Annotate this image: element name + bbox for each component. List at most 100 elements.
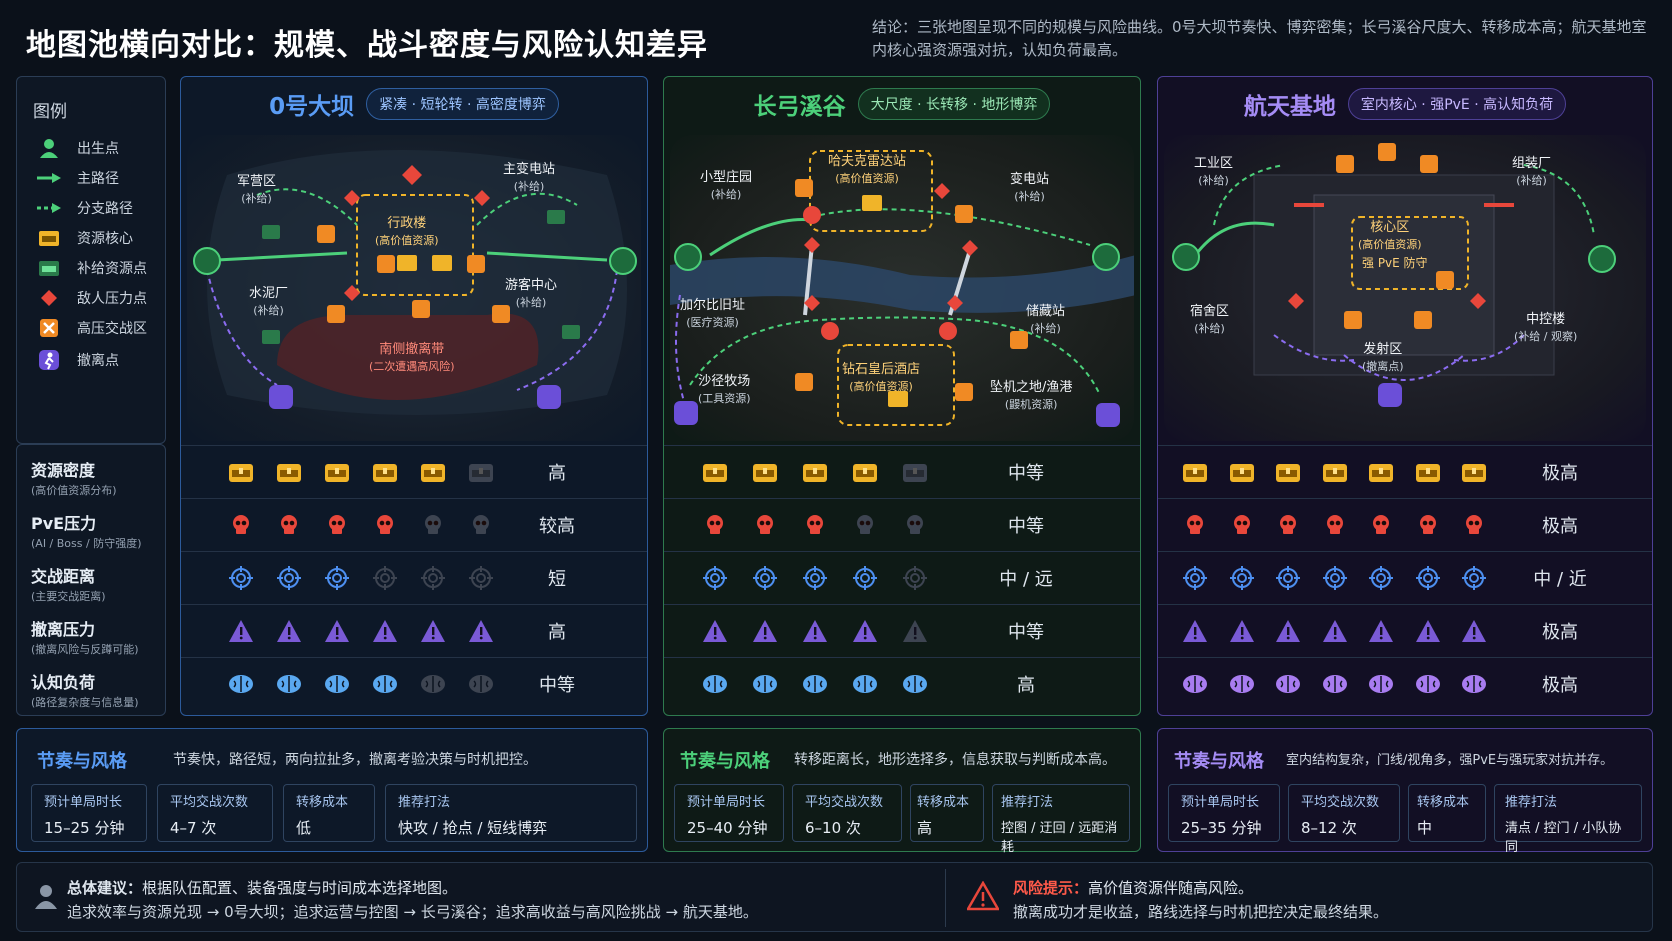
map-paths	[670, 150, 1134, 427]
metric-value: 中等	[1008, 463, 1044, 484]
metric-value: 高	[548, 622, 566, 643]
crosshair-icon	[265, 565, 313, 591]
metric-row: 极高	[1158, 657, 1652, 710]
crosshair-icon	[457, 565, 505, 591]
metric-icons	[690, 673, 940, 695]
map-label: 加尔比旧址(医疗资源)	[680, 298, 746, 329]
chest-icon	[740, 461, 790, 483]
map-view-dam[interactable]: 军营区(补给) 行政楼(高价值资源) 主变电站(补给) 水泥厂(补给) 游客中心…	[187, 135, 641, 441]
map-paths	[1172, 143, 1616, 407]
crosshair-icon	[790, 565, 840, 591]
legend-item-extract: 撤离点	[35, 349, 119, 371]
stat-box: 推荐打法快攻 / 抢点 / 短线博弈	[385, 784, 637, 842]
map-label: 小型庄园(补给)	[700, 170, 753, 201]
warning-icon	[457, 619, 505, 643]
map-tags: 大尺度 · 长转移 · 地形博弈	[857, 88, 1051, 120]
metric-icons	[1172, 619, 1498, 643]
metric-icons	[1172, 461, 1498, 483]
metric-icons	[690, 461, 940, 483]
metric-value: 高	[548, 463, 566, 484]
warning-icon	[409, 619, 457, 643]
brain-icon	[1312, 673, 1359, 695]
metric-value: 极高	[1542, 516, 1578, 537]
metric-row: 中等	[664, 445, 1140, 498]
brain-icon	[1172, 673, 1219, 695]
brain-icon	[740, 673, 790, 695]
metric-value: 极高	[1542, 675, 1578, 696]
map-label: 强 PvE 防守	[1362, 256, 1428, 270]
crosshair-icon	[890, 565, 940, 591]
brain-icon	[890, 673, 940, 695]
warning-icon	[313, 619, 361, 643]
map-view-spacebase[interactable]: 工业区(补给) 组装厂(补给) 核心区(高价值资源) 强 PvE 防守 宿舍区(…	[1164, 135, 1646, 441]
map-label: 中控楼(补给 / 观察)	[1514, 312, 1578, 343]
legend-label: 主路径	[77, 171, 119, 187]
metric-row: 中等	[664, 498, 1140, 551]
metric-row: 中 / 远	[664, 551, 1140, 604]
combat-zone-icon	[35, 317, 63, 339]
style-panel-spacebase: 节奏与风格 室内结构复杂，门线/视角多，强PvE与强玩家对抗并存。 预计单局时长…	[1157, 728, 1653, 855]
brain-icon	[409, 673, 457, 695]
map-tags: 紧凑 · 短轮转 · 高密度博弈	[366, 88, 559, 120]
metric-icons	[217, 461, 505, 483]
map-label: 主变电站(补给)	[503, 162, 556, 193]
metric-row: 短	[181, 551, 647, 604]
extract-icon	[35, 349, 63, 371]
metric-icons	[217, 619, 505, 643]
chest-icon	[1219, 461, 1266, 483]
skull-icon	[217, 514, 265, 536]
metric-value: 中等	[1008, 622, 1044, 643]
warning-icon	[217, 619, 265, 643]
legend-item-spawn: 出生点	[35, 137, 119, 159]
crosshair-icon	[409, 565, 457, 591]
advice-line-2: 追求效率与资源兑现 → 0号大坝；追求运营与控图 → 长弓溪谷；追求高收益与高风…	[67, 903, 758, 921]
skull-icon	[409, 514, 457, 536]
metric-row: 中 / 近	[1158, 551, 1652, 604]
style-desc: 室内结构复杂，门线/视角多，强PvE与强玩家对抗并存。	[1286, 753, 1614, 768]
skull-icon	[890, 514, 940, 536]
footer-panel: 总体建议：根据队伍配置、装备强度与时间成本选择地图。 追求效率与资源兑现 → 0…	[16, 862, 1653, 932]
map-label: 南侧撤离带(二次遭遇高风险)	[369, 342, 455, 373]
map-view-valley[interactable]: 小型庄园(补给) 哈夫克雷达站(高价值资源) 变电站(补给) 加尔比旧址(医疗资…	[670, 135, 1134, 441]
map-tags: 室内核心 · 强PvE · 高认知负荷	[1347, 88, 1567, 120]
skull-icon	[690, 514, 740, 536]
chest-icon	[265, 461, 313, 483]
main-path-icon	[35, 167, 63, 189]
map-label: 哈夫克雷达站(高价值资源)	[828, 154, 907, 185]
warning-icon	[740, 619, 790, 643]
skull-icon	[1219, 514, 1266, 536]
warning-icon	[840, 619, 890, 643]
brain-icon	[1265, 673, 1312, 695]
map-label: 坠机之地/渔港(鼹机资源)	[990, 380, 1073, 411]
warning-icon	[1265, 619, 1312, 643]
metric-row: 中等	[181, 657, 647, 710]
metric-label-extract: 撤离压力(撤离风险与反蹲可能)	[31, 620, 139, 656]
brain-icon	[457, 673, 505, 695]
resource-core-icon	[35, 227, 63, 249]
skull-icon	[361, 514, 409, 536]
spawn-icon	[35, 137, 63, 159]
crosshair-icon	[1451, 565, 1498, 591]
map-label: 储藏站(补给)	[1026, 304, 1066, 335]
chest-icon	[409, 461, 457, 483]
risk-line-2: 撤离成功才是收益，路线选择与时机把控决定最终结果。	[1013, 903, 1389, 921]
risk-line-1: 风险提示：高价值资源伴随高风险。	[1013, 879, 1254, 897]
legend-panel: 图例 出生点 主路径 分支路径 资源核心 补给资源点 敌人压力点 高压交战区 撤…	[16, 76, 166, 444]
chest-icon	[313, 461, 361, 483]
warning-icon	[890, 619, 940, 643]
metric-label-cognitive: 认知负荷(路径复杂度与信息量)	[31, 673, 139, 709]
metric-icons	[690, 565, 940, 591]
legend-label: 高压交战区	[77, 321, 147, 337]
warning-icon	[690, 619, 740, 643]
skull-icon	[740, 514, 790, 536]
legend-item-supply: 补给资源点	[35, 257, 147, 279]
chest-icon	[1312, 461, 1359, 483]
style-desc: 节奏快，路径短，两向拉扯多，撤离考验决策与时机把控。	[173, 752, 537, 768]
warning-icon	[967, 881, 999, 911]
skull-icon	[1405, 514, 1452, 536]
